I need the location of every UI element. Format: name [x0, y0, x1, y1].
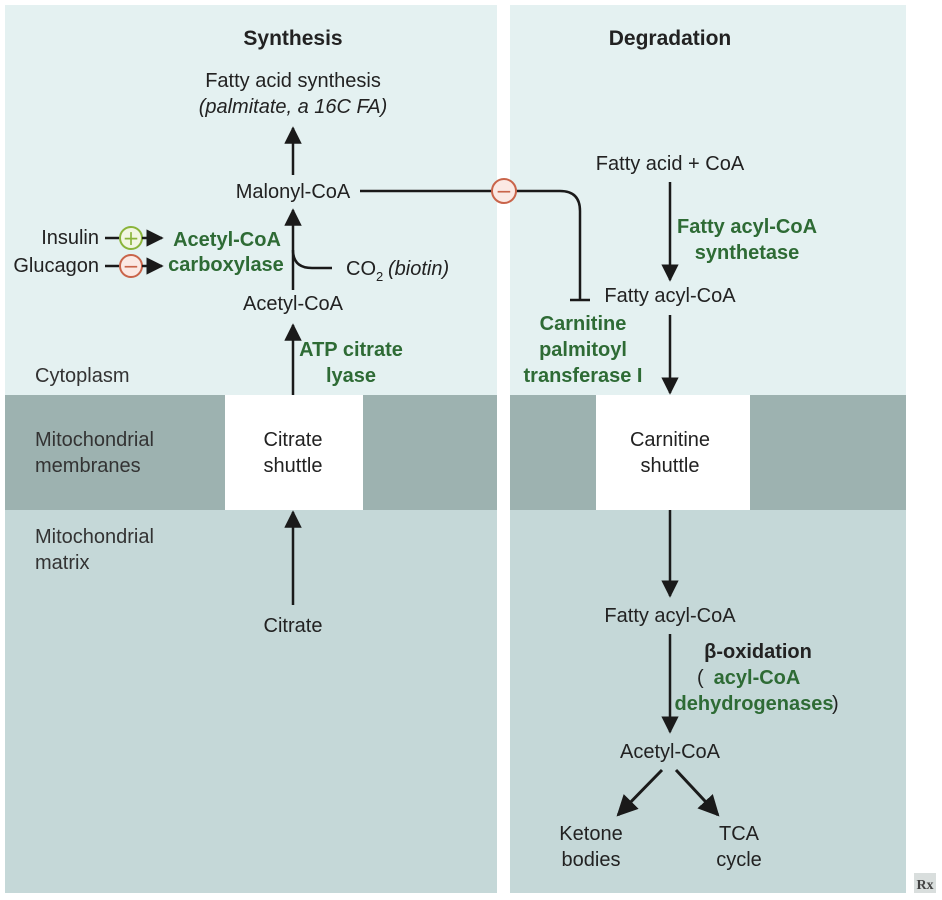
insulin-plus-sign: + [123, 226, 140, 250]
fatty-acyl-coa-cytoplasm-node: Fatty acyl-CoA [604, 285, 736, 307]
atp-citrate-lyase-line1: ATP citrate [299, 339, 403, 361]
carnitine-shuttle-box [596, 395, 750, 510]
acetyl-coa-matrix-node: Acetyl-CoA [620, 741, 721, 763]
malonyl-inhibition-line [360, 189, 582, 300]
tca-cycle-line1: TCA [719, 823, 760, 845]
glucagon-label: Glucagon [13, 255, 99, 277]
co2-label: CO2 [346, 258, 383, 284]
biotin-label: (biotin) [388, 258, 449, 280]
malonyl-coa-node: Malonyl-CoA [236, 181, 351, 203]
carnitine-shuttle-line1: Carnitine [630, 429, 710, 451]
matrix-label-line1: Mitochondrial [35, 526, 154, 548]
degradation-header: Degradation [609, 27, 732, 50]
ketone-bodies-line1: Ketone [559, 823, 622, 845]
cpt1-label-line2: palmitoyl [539, 339, 627, 361]
cytoplasm-label: Cytoplasm [35, 365, 129, 387]
cpt1-label-line1: Carnitine [540, 313, 627, 335]
synthesis-header: Synthesis [243, 27, 342, 50]
co2-subscript: 2 [376, 269, 383, 284]
fatty-acyl-coa-synthetase-line2: synthetase [695, 242, 800, 264]
atp-citrate-lyase-line2: lyase [326, 365, 376, 387]
acetyl-coa-cytoplasm-node: Acetyl-CoA [243, 293, 344, 315]
cpt1-label-line3: transferase I [524, 365, 643, 387]
citrate-shuttle-box [225, 395, 363, 510]
citrate-shuttle-line2: shuttle [264, 455, 323, 477]
insulin-label: Insulin [41, 227, 99, 249]
fatty-acid-coa-node: Fatty acid + CoA [596, 153, 745, 175]
membranes-label-line1: Mitochondrial [35, 429, 154, 451]
beta-paren-close: ) [832, 693, 839, 715]
tca-cycle-line2: cycle [716, 849, 762, 871]
co2-input-curve [291, 249, 332, 270]
citrate-shuttle-line1: Citrate [264, 429, 323, 451]
beta-paren-open: ( [697, 667, 704, 689]
palmitate-label: (palmitate, a 16C FA) [199, 96, 388, 118]
rx-logo: Rx [916, 878, 933, 893]
cpt-minus-sign: − [496, 179, 513, 203]
fatty-acyl-coa-matrix-node: Fatty acyl-CoA [604, 605, 736, 627]
glucagon-minus-sign: − [123, 254, 140, 278]
acyl-coa-dehydrogenases-line1: acyl-CoA [714, 667, 801, 689]
ketone-bodies-line2: bodies [562, 849, 621, 871]
citrate-matrix-node: Citrate [264, 615, 323, 637]
cpt-inhibition-icon [491, 178, 517, 204]
left-cytoplasm-bg [5, 5, 497, 395]
left-matrix-bg [5, 510, 497, 893]
membranes-label-line2: membranes [35, 455, 141, 477]
fatty-acyl-coa-synthetase-line1: Fatty acyl-CoA [677, 216, 817, 238]
right-cytoplasm-bg [510, 5, 906, 395]
acetyl-coa-carboxylase-line2: carboxylase [168, 254, 284, 276]
acetyl-coa-carboxylase-line1: Acetyl-CoA [173, 229, 281, 251]
rx-logo-box [914, 873, 936, 893]
right-matrix-bg [510, 510, 906, 893]
beta-oxidation-label: β-oxidation [704, 641, 812, 663]
acyl-coa-dehydrogenases-line2: dehydrogenases [675, 693, 834, 715]
carnitine-shuttle-line2: shuttle [641, 455, 700, 477]
acetyl-to-tca-arrow [674, 768, 720, 817]
acetyl-to-ketone-arrow [616, 768, 664, 817]
matrix-label-line2: matrix [35, 552, 89, 574]
fatty-acid-synthesis-label: Fatty acid synthesis [205, 70, 381, 92]
